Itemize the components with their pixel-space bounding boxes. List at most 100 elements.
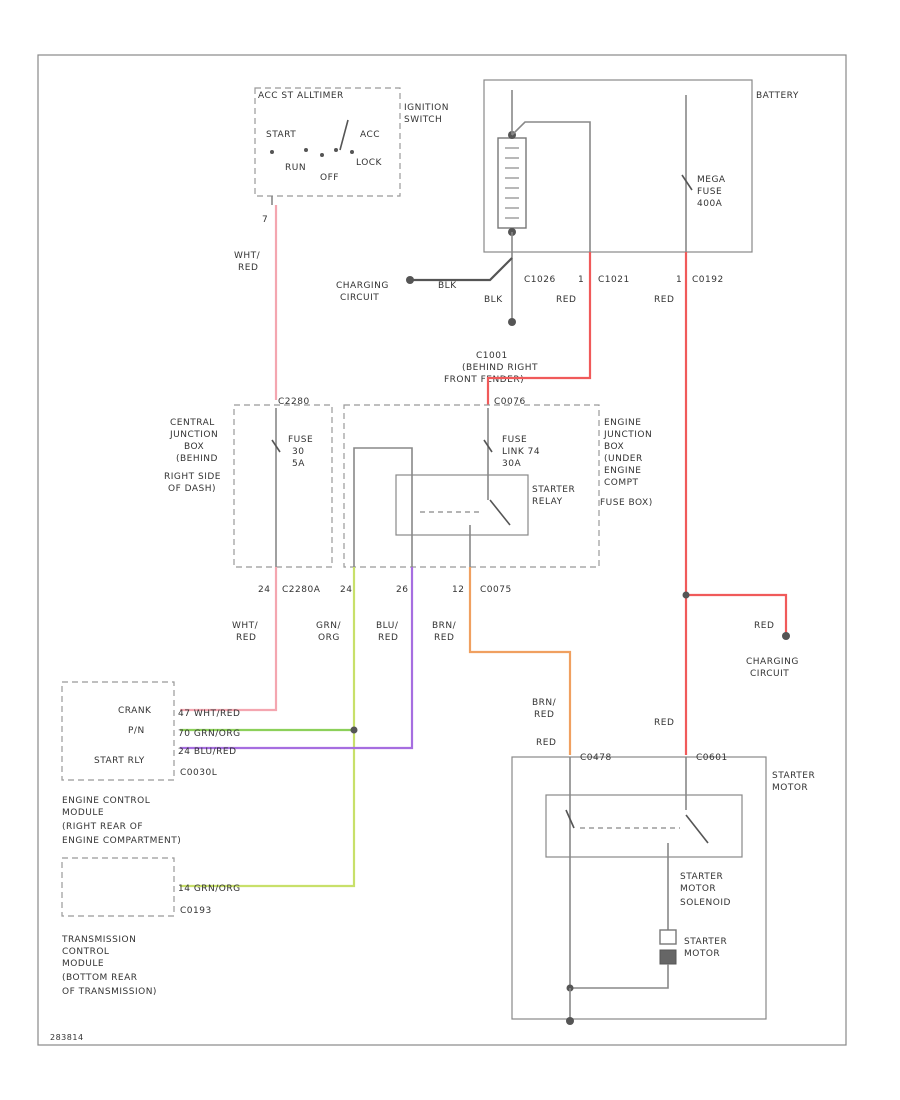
starter-motor-label-1: STARTER [684,937,727,947]
engine-control-module: CRANK P/N START RLY 47 WHT/RED 70 GRN/OR… [61,681,241,846]
c0478-label: C0478 [580,753,612,763]
cjb-3: BOX [184,442,204,452]
ecm-pn: P/N [128,726,145,736]
pin-26: 26 [396,585,408,595]
red-wire-d: RED [536,738,556,748]
central-junction-box: C2280 FUSE 30 5A CENTRAL JUNCTION BOX (B… [164,397,333,568]
c2280a-label: C2280A [282,585,321,595]
ejb-4: (UNDER [604,454,643,464]
c1001-2: (BEHIND RIGHT [462,363,538,373]
figure-id: 283814 [50,1033,84,1042]
charging-2b: CIRCUIT [750,669,789,679]
ejb-3: BOX [604,442,624,452]
pin-24a: 24 [258,585,270,595]
ejb-6: COMPT [604,478,639,488]
pin-7: 7 [262,215,268,225]
ecm-title-4: ENGINE COMPARTMENT) [62,836,181,846]
red-wire-a: RED [556,295,576,305]
pin-1a: 1 [578,275,584,285]
fuse-link-2: LINK 74 [502,447,540,457]
grn-org-b: ORG [318,633,340,643]
battery-block: BATTERY MEGA FUSE 400A [483,79,799,253]
c2280-label: C2280 [278,397,310,407]
ign-lock-label: LOCK [356,158,383,168]
battery-label: BATTERY [756,91,799,101]
red-wire-c: RED [754,621,774,631]
cjb-4: (BEHIND [176,454,218,464]
c0030l-label: C0030L [180,768,217,778]
red-wire-b: RED [654,295,674,305]
ign-run-label: RUN [285,163,306,173]
wht-red-2a: WHT/ [232,621,259,631]
ecm-wire-2: 70 GRN/ORG [178,729,241,739]
cjb-2: JUNCTION [169,430,218,440]
wire-brn-red [468,567,572,755]
brn-red-c1: BRN/ [532,698,557,708]
wht-red-1a: WHT/ [234,251,261,261]
ignition-switch: ACC ST ALLTIMER START ACC RUN OFF LOCK I… [254,87,449,197]
blk-top-label: BLK [438,281,457,291]
brn-red-a: BRN/ [432,621,457,631]
solenoid-3: SOLENOID [680,898,731,908]
wht-red-wire-top: 7 WHT/ RED [234,196,278,400]
tcm-title-5: OF TRANSMISSION) [62,987,157,997]
ecm-start-rly: START RLY [94,756,145,766]
diagram-frame [37,54,847,1046]
fuse-2: 30 [292,447,304,457]
blu-red-b: RED [378,633,398,643]
splice-pn [350,726,358,734]
ecm-crank: CRANK [118,706,152,716]
c0601-label: C0601 [696,753,728,763]
wire-grn-org-tcm [180,567,356,888]
wire-start-rly [180,567,414,750]
fuse-3: 5A [292,459,305,469]
wire-crank [180,567,278,712]
blu-red-a: BLU/ [376,621,399,631]
ecm-wire-1: 47 WHT/RED [178,709,240,719]
brn-red-b: RED [434,633,454,643]
c0192-label: C0192 [692,275,724,285]
charging-circuit-1b: CIRCUIT [340,293,379,303]
red-wire-e: RED [654,718,674,728]
ejb-7: FUSE BOX) [600,498,653,508]
ign-acc-label: ACC [360,130,380,140]
ecm-title-1: ENGINE CONTROL [62,796,150,806]
ign-off-label: OFF [320,173,339,183]
transmission-control-module: 14 GRN/ORG C0193 TRANSMISSION CONTROL MO… [61,857,241,997]
fuse-link-3: 30A [502,459,521,469]
grn-org-a: GRN/ [316,621,341,631]
c0193-label: C0193 [180,906,212,916]
ecm-wire-3: 24 BLU/RED [178,747,237,757]
starter-motor-label-2: MOTOR [684,949,720,959]
solenoid-1: STARTER [680,872,723,882]
ecm-title-3: (RIGHT REAR OF [62,822,143,832]
fuse-link-1: FUSE [502,435,527,445]
ign-title-1: IGNITION [404,103,449,113]
c0076-label: C0076 [494,397,526,407]
ejb-2: JUNCTION [603,430,652,440]
mega-fuse-2: FUSE [697,187,722,197]
ign-title-2: SWITCH [404,115,442,125]
starter-motor-2: MOTOR [772,783,808,793]
pin-24b: 24 [340,585,352,595]
tcm-title-2: CONTROL [62,947,109,957]
pin-12: 12 [452,585,464,595]
engine-junction-box: C0076 FUSE LINK 74 30A STARTER RELAY ENG… [343,397,653,568]
tcm-wire: 14 GRN/ORG [178,884,241,894]
cjb-5: RIGHT SIDE [164,472,221,482]
starter-motor: C0478 C0601 STARTER MOTOR STARTER MOTOR … [511,753,815,1025]
wire-red-charging [686,593,788,635]
ejb-5: ENGINE [604,466,641,476]
c1021-label: C1021 [598,275,630,285]
c1026-label: C1026 [524,275,556,285]
tcm-title-3: MODULE [62,959,104,969]
cjb-6: OF DASH) [168,484,216,494]
starter-motor-1: STARTER [772,771,815,781]
starter-relay-1: STARTER [532,485,575,495]
red-wire-fuselink [486,252,592,405]
wht-red-1b: RED [238,263,258,273]
ejb-1: ENGINE [604,418,641,428]
ign-header: ACC ST ALLTIMER [258,91,344,101]
c1001-3: FRONT FENDER) [444,375,524,385]
